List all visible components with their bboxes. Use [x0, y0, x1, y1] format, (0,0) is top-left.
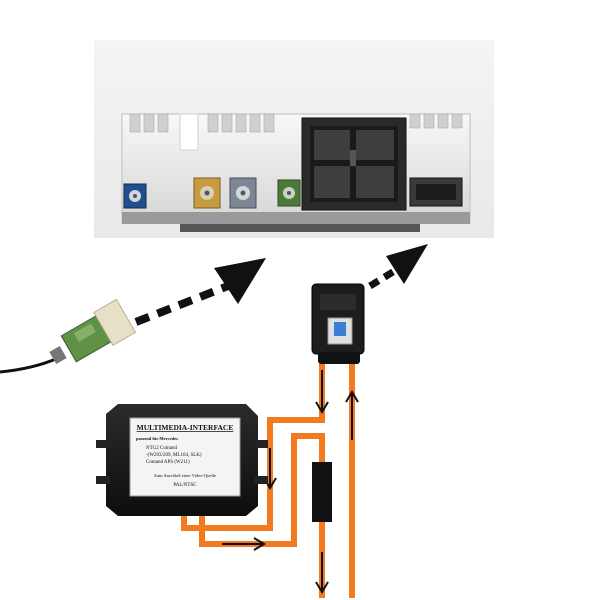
arrow-to-fakra-socket — [134, 258, 266, 326]
fakra-socket-green — [277, 179, 301, 207]
multimedia-interface-module: MULTIMEDIA-INTERFACE passend für Mercede… — [96, 404, 268, 516]
module-label-sticker — [129, 417, 241, 497]
fakra-socket-grey — [229, 177, 257, 209]
module-format: PAL/NTSC — [173, 483, 197, 488]
module-compat-line-3: Comand APS (W211) — [146, 460, 190, 465]
inline-filter — [312, 462, 332, 522]
head-unit-photo — [94, 40, 494, 238]
module-purpose: Zum Anschluß einer Video-Quelle — [154, 473, 216, 478]
module-compat-line-2: -(W203/209, ML164, SLK) — [146, 453, 202, 458]
arrow-to-aux-socket — [368, 244, 428, 289]
module-title: MULTIMEDIA-INTERFACE — [137, 423, 234, 432]
fakra-socket-blue — [123, 183, 147, 209]
aux-connector-socket — [409, 177, 463, 207]
fakra-plug-cable — [0, 298, 137, 374]
aux-plug — [311, 283, 365, 364]
quadlock-connector — [301, 117, 407, 211]
fakra-socket-yellow — [193, 177, 221, 209]
module-compat-line-1: NTG2 Comand — [146, 446, 177, 451]
module-subtitle: passend für Mercedes — [136, 436, 178, 441]
